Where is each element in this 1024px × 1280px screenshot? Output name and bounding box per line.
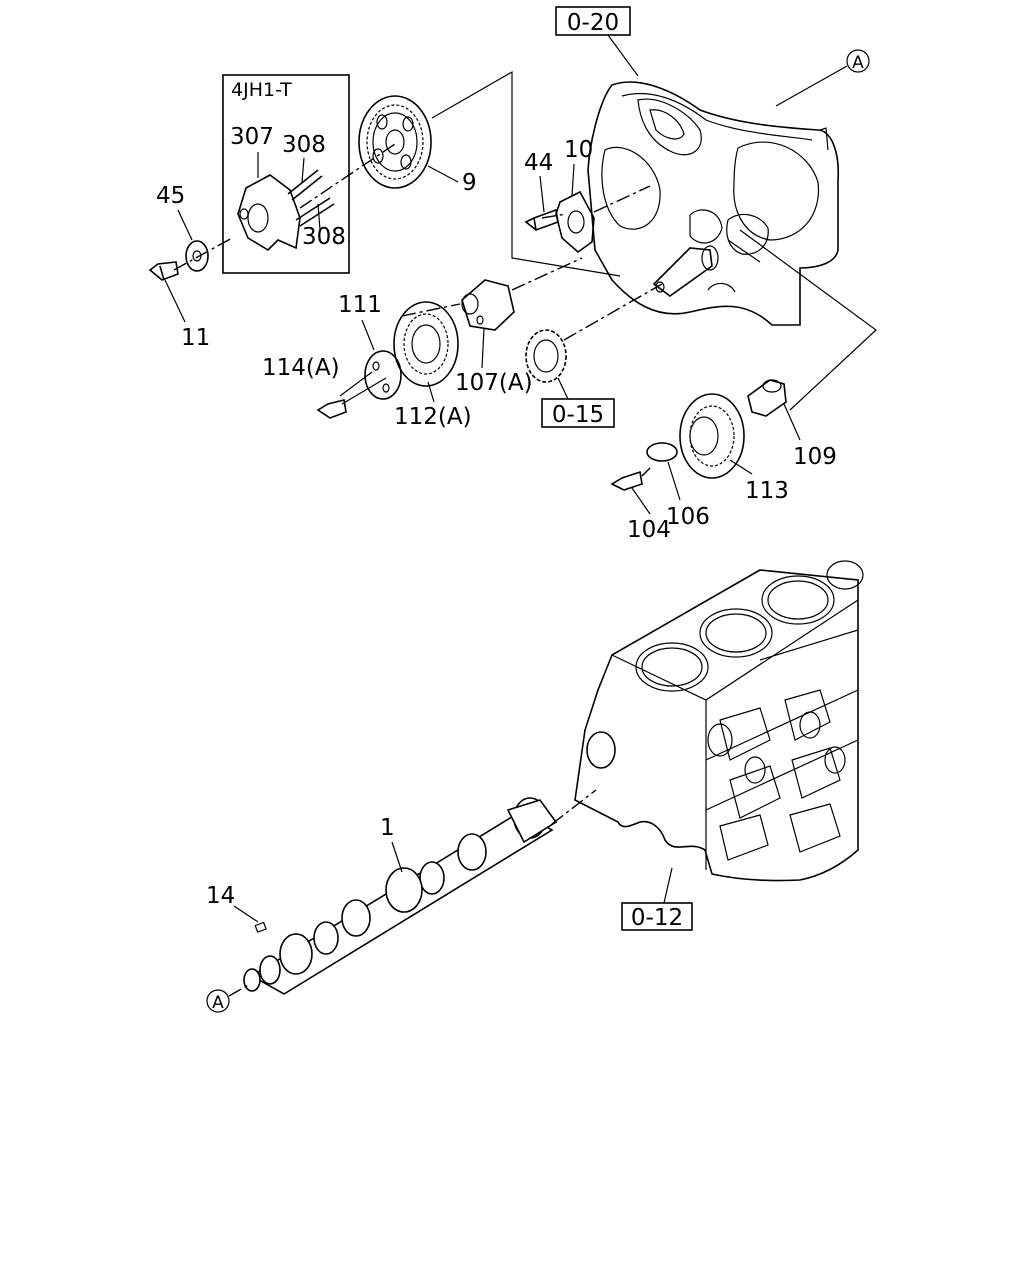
label-44: 44 — [524, 150, 553, 176]
camshaft-1 — [243, 797, 558, 995]
svg-text:A: A — [212, 993, 224, 1013]
gear-9 — [358, 95, 432, 189]
label-113: 113 — [745, 478, 789, 504]
ref-box-0-12[interactable]: 0-12 — [621, 902, 693, 931]
label-104: 104 — [627, 517, 671, 543]
part-308-pins — [287, 169, 335, 227]
bolt-104 — [610, 470, 643, 491]
svg-text:4JH1-T: 4JH1-T — [231, 79, 292, 101]
label-1: 1 — [380, 815, 395, 841]
idler-shaft — [652, 245, 719, 297]
svg-text:A: A — [852, 53, 864, 73]
cylinder-block — [574, 560, 864, 882]
variant-box: 4JH1-T — [222, 74, 350, 274]
leader-0-12 — [663, 867, 673, 904]
label-114: 114(A) — [262, 355, 340, 381]
gear-0-15 — [525, 329, 567, 383]
label-109: 109 — [793, 444, 837, 470]
leader-0-15 — [557, 377, 569, 400]
label-111: 111 — [338, 292, 382, 318]
label-106: 106 — [666, 504, 710, 530]
bolt-114 — [316, 399, 347, 419]
plate-10 — [555, 190, 595, 254]
label-107: 107(A) — [455, 370, 533, 396]
label-14: 14 — [206, 883, 235, 909]
bushing-109 — [747, 379, 787, 417]
label-112: 112(A) — [394, 404, 472, 430]
leader-a-top — [775, 65, 848, 107]
label-9: 9 — [462, 170, 477, 196]
svg-text:0-20: 0-20 — [567, 10, 619, 36]
part-107-shaft — [461, 279, 515, 331]
gear-113 — [679, 393, 745, 479]
ref-box-0-20[interactable]: 0-20 — [555, 6, 631, 36]
label-307: 307 — [230, 124, 274, 150]
svg-text:0-15: 0-15 — [552, 402, 604, 428]
washer-106 — [646, 442, 678, 462]
bolt-11 — [148, 261, 179, 281]
leader-0-20 — [607, 34, 639, 77]
label-308-upper: 308 — [282, 132, 326, 158]
axis-camshaft — [551, 789, 597, 825]
axis-a-bottom — [228, 983, 251, 997]
gear-112 — [393, 301, 459, 387]
marker-a-bottom[interactable]: A — [206, 989, 230, 1013]
key-14 — [254, 921, 267, 933]
label-11: 11 — [181, 325, 210, 351]
marker-a-top[interactable]: A — [846, 49, 870, 73]
bolt-44 — [524, 208, 559, 231]
part-307-hub — [237, 174, 301, 252]
washer-45 — [185, 240, 209, 272]
plate-111 — [364, 350, 402, 400]
assembly-lines — [173, 70, 877, 477]
part-labels: 307 308 308 45 11 9 44 10 111 114(A) 112… — [156, 124, 837, 923]
label-45: 45 — [156, 183, 185, 209]
label-10: 10 — [564, 137, 593, 163]
label-308-lower: 308 — [302, 224, 346, 250]
timing-gear-case — [587, 81, 840, 326]
ref-box-0-15[interactable]: 0-15 — [541, 398, 615, 428]
svg-text:0-12: 0-12 — [631, 905, 683, 931]
